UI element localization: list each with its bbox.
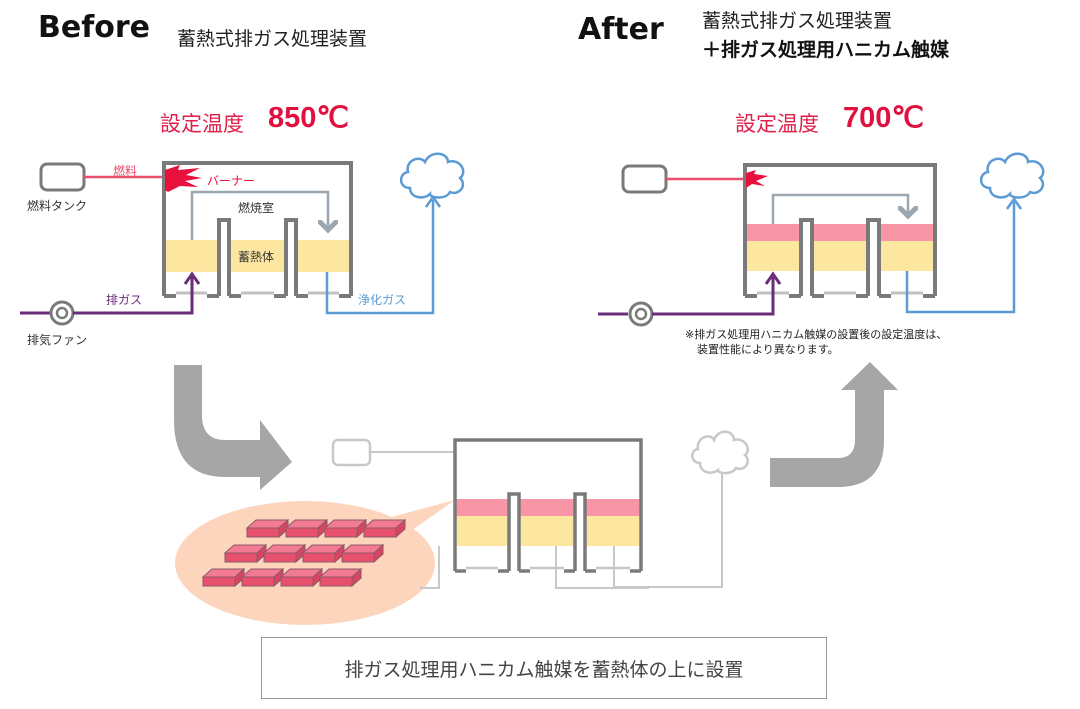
combustion-chamber-label: 燃焼室 [238, 201, 275, 215]
clean-gas-arrow-icon [1005, 196, 1023, 210]
fuel-label: 燃料 [113, 164, 138, 178]
exhaust-fan-icon [628, 301, 654, 327]
honeycomb-blocks [201, 518, 407, 588]
after-diagram [598, 152, 1045, 327]
exhaust-arrow-icon [764, 271, 782, 285]
honeycomb-block [201, 567, 246, 588]
partition-right [866, 218, 881, 296]
internal-flow-arrow [771, 193, 908, 224]
clean-gas-line [325, 200, 435, 315]
fuel-tank-icon [331, 438, 372, 467]
combustion-chamber-wall [743, 163, 937, 296]
catalyst-band [746, 224, 934, 241]
exhaust-arrow-icon [183, 271, 201, 285]
honeycomb-block [240, 567, 285, 588]
partition-left [799, 218, 814, 296]
heat-storage-band [165, 240, 350, 272]
honeycomb-block [340, 543, 385, 564]
after-note-line1: ※排ガス処理用ハニカム触媒の設置後の設定温度は、 [685, 328, 948, 341]
fuel-tank-icon [39, 162, 86, 192]
before-subtitle: 蓄熱式排ガス処理装置 [177, 28, 368, 50]
middle-diagram [175, 430, 750, 625]
before-title: Before [38, 10, 151, 45]
atmosphere-cloud-icon [691, 430, 750, 475]
honeycomb-block [362, 518, 407, 539]
fuel-tank-icon [621, 164, 668, 194]
before-diagram [20, 152, 465, 326]
before-temp-value: 850℃ [268, 102, 349, 134]
after-note-line2: 装置性能により異なります。 [697, 343, 839, 356]
burner-label: バーナー [207, 174, 256, 188]
burner-flame-icon [165, 165, 202, 192]
internal-flow-arrow [190, 190, 328, 240]
transition-arrow-down-right [174, 365, 292, 490]
honeycomb-block [284, 518, 329, 539]
catalyst-band [456, 499, 640, 516]
atmosphere-cloud-icon [399, 152, 465, 199]
combustion-chamber-wall [162, 161, 353, 296]
clean-gas-label: 浄化ガス [358, 293, 407, 307]
heat-storage-label: 蓄熱体 [238, 250, 275, 264]
transition-arrow-up-right [770, 362, 898, 487]
after-temp-value: 700℃ [843, 102, 924, 134]
after-subtitle-line2: ＋排ガス処理用ハニカム触媒 [702, 39, 950, 61]
chamber-wall [453, 438, 643, 571]
atmosphere-cloud-icon [979, 152, 1045, 199]
after-subtitle-line1: 蓄熱式排ガス処理装置 [702, 10, 893, 32]
burner-flame-icon [746, 170, 768, 188]
honeycomb-block [301, 543, 346, 564]
honeycomb-block [245, 518, 290, 539]
honeycomb-block [279, 567, 324, 588]
heat-storage-band [746, 241, 934, 271]
honeycomb-block [262, 543, 307, 564]
exhaust-gas-label: 排ガス [106, 293, 143, 307]
partition-left [217, 218, 231, 296]
bottom-caption: 排ガス処理用ハニカム触媒を蓄熱体の上に設置 [344, 658, 744, 681]
honeycomb-block [318, 567, 363, 588]
after-title: After [578, 12, 664, 47]
honeycomb-block [223, 543, 268, 564]
heat-storage-band [456, 516, 640, 546]
clean-gas-line [905, 202, 1016, 314]
bottom-caption-box: 排ガス処理用ハニカム触媒を蓄熱体の上に設置 [261, 637, 827, 699]
after-temp-label: 設定温度 [735, 112, 819, 136]
exhaust-fan-icon [49, 300, 75, 326]
before-temp-label: 設定温度 [160, 112, 244, 136]
exhaust-fan-label: 排気ファン [27, 333, 88, 347]
honeycomb-block [323, 518, 368, 539]
partition-right [284, 218, 298, 296]
fuel-tank-label: 燃料タンク [27, 199, 88, 213]
